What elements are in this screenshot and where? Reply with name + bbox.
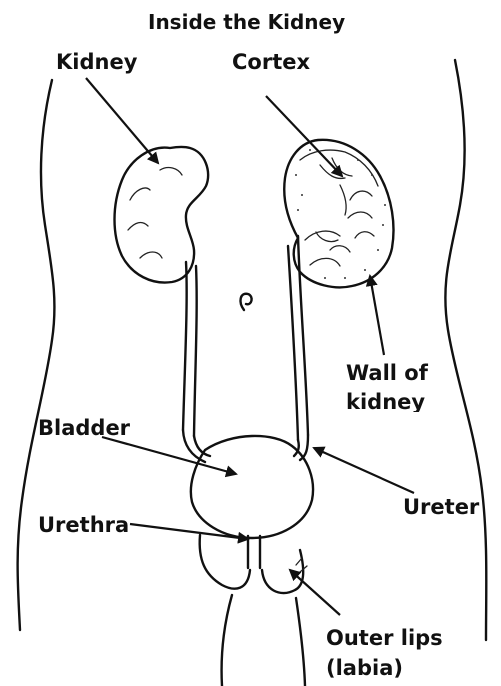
kidney-right-inner — [300, 150, 378, 266]
label-outer-lips-line2: (labia) — [326, 656, 403, 680]
thigh-right — [262, 550, 303, 593]
kidney-right-stipple — [295, 149, 386, 279]
label-cortex: Cortex — [232, 50, 310, 74]
wall-pointer — [370, 276, 384, 355]
body-outline-right — [445, 60, 486, 640]
kidney-left — [115, 147, 209, 283]
label-kidney: Kidney — [56, 50, 137, 74]
leg-right — [296, 598, 305, 686]
label-wall-line1: Wall of — [346, 361, 428, 385]
label-wall-line2: kidney — [346, 390, 425, 412]
ureter-pointer — [314, 448, 414, 493]
bladder-shape — [191, 436, 313, 538]
diagram-title: Inside the Kidney — [148, 10, 345, 34]
cortex-pointer — [266, 96, 342, 176]
urethra-tube — [248, 536, 260, 568]
kidney-pointer — [86, 78, 158, 163]
kidney-left-shading — [128, 168, 182, 258]
leg-left — [222, 595, 232, 686]
thigh-left — [200, 535, 250, 589]
urethra-pointer — [130, 524, 248, 539]
ureter-left-join — [183, 430, 210, 462]
kidney-right-pyramids — [316, 158, 374, 252]
ureter-right — [288, 236, 308, 440]
label-bladder: Bladder — [38, 416, 130, 440]
label-urethra: Urethra — [38, 513, 129, 537]
ureter-left — [183, 262, 197, 436]
label-outer-lips-line1: Outer lips — [326, 626, 443, 650]
bladder-pointer — [102, 437, 236, 474]
label-ureter: Ureter — [403, 495, 479, 519]
navel — [241, 294, 252, 310]
body-outline-left — [18, 80, 55, 630]
